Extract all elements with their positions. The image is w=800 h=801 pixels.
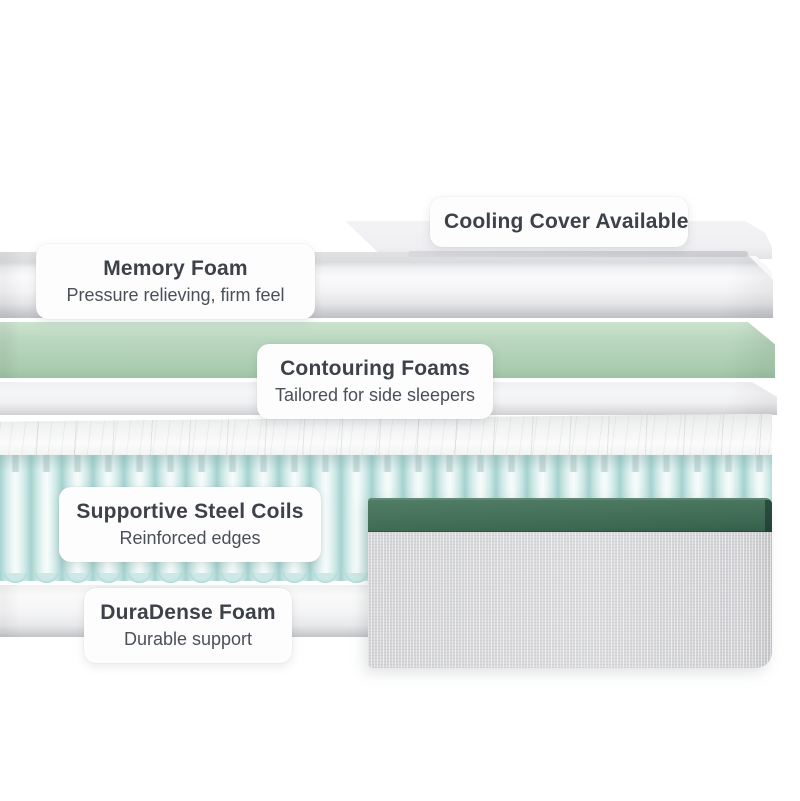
label-contouring-foams-subtitle: Tailored for side sleepers	[274, 385, 476, 405]
label-cooling-cover-title: Cooling Cover Available	[444, 210, 689, 233]
corner-green-band	[368, 498, 772, 546]
label-duradense-foam-title: DuraDense Foam	[100, 601, 276, 624]
label-contouring-foams-title: Contouring Foams	[280, 357, 470, 380]
steel-coils-back-row-shading	[0, 455, 772, 472]
label-contouring-foams: Contouring Foams Tailored for side sleep…	[257, 344, 493, 419]
corner-fabric-panel	[368, 532, 772, 668]
mattress-corner	[368, 498, 772, 668]
label-memory-foam-title: Memory Foam	[103, 257, 248, 280]
label-duradense-foam: DuraDense Foam Durable support	[84, 588, 292, 663]
label-memory-foam-subtitle: Pressure relieving, firm feel	[66, 285, 285, 305]
label-supportive-steel-coils: Supportive Steel Coils Reinforced edges	[59, 487, 321, 562]
label-memory-foam: Memory Foam Pressure relieving, firm fee…	[36, 244, 315, 319]
coil-unit-quilted-top	[0, 414, 772, 462]
label-duradense-foam-subtitle: Durable support	[123, 629, 253, 649]
label-supportive-steel-coils-subtitle: Reinforced edges	[119, 528, 261, 548]
label-cooling-cover: Cooling Cover Available	[430, 197, 688, 247]
cooling-cover-seam	[408, 251, 748, 257]
label-supportive-steel-coils-title: Supportive Steel Coils	[76, 500, 304, 523]
